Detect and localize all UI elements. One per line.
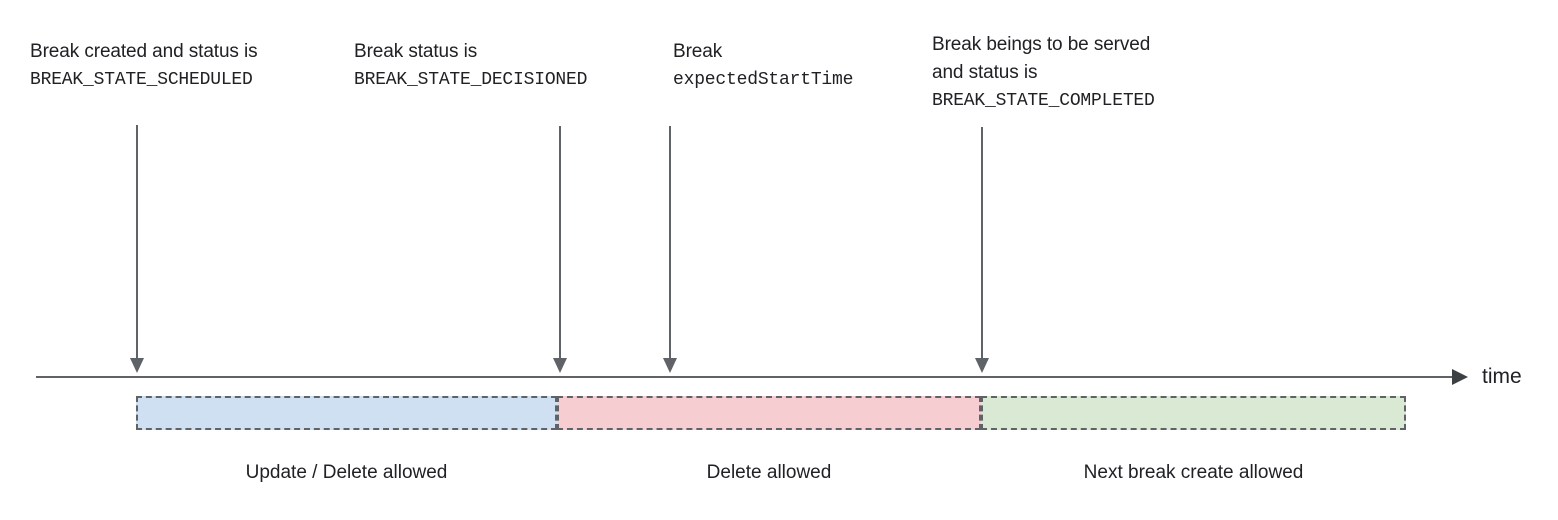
event-label-status-code: expectedStartTime xyxy=(673,70,854,90)
phase-bar-next-break-create xyxy=(981,396,1406,430)
event-label-prose-line: Break created and status is xyxy=(30,41,258,62)
event-label-completed: Break beings to be served and status is BR… xyxy=(932,31,1155,115)
arrow-shaft xyxy=(559,126,561,358)
arrow-shaft xyxy=(669,126,671,358)
event-label-status-code: BREAK_STATE_DECISIONED xyxy=(354,70,588,90)
arrow-shaft xyxy=(136,125,138,358)
event-pointer-arrow-completed xyxy=(974,127,990,373)
time-axis-line xyxy=(36,376,1455,378)
arrow-shaft xyxy=(981,127,983,358)
arrow-head-down-icon xyxy=(130,358,144,373)
event-label-decisioned: Break status is BREAK_STATE_DECISIONED xyxy=(354,38,587,94)
phase-bar-delete-only xyxy=(557,396,981,430)
event-pointer-arrow-scheduled xyxy=(129,125,145,373)
event-label-expected-start-time: Break expectedStartTime xyxy=(673,38,853,94)
event-label-status-code: BREAK_STATE_COMPLETED xyxy=(932,91,1155,111)
phase-caption-update-delete: Update / Delete allowed xyxy=(245,462,448,483)
event-label-prose-line: Break xyxy=(673,41,723,62)
time-axis-arrow-right-icon xyxy=(1452,369,1468,385)
phase-bar-update-delete xyxy=(136,396,557,430)
time-axis-label: time xyxy=(1482,365,1522,388)
event-label-prose-line: Break beings to be served xyxy=(932,34,1151,55)
event-label-scheduled: Break created and status is BREAK_STATE_S… xyxy=(30,38,258,94)
event-label-prose-line: and status is xyxy=(932,62,1038,83)
arrow-head-down-icon xyxy=(553,358,567,373)
event-pointer-arrow-decisioned xyxy=(552,126,568,373)
event-label-status-code: BREAK_STATE_SCHEDULED xyxy=(30,70,253,90)
phase-caption-next-break-create: Next break create allowed xyxy=(1083,462,1304,483)
event-pointer-arrow-expected-start-time xyxy=(662,126,678,373)
arrow-head-down-icon xyxy=(975,358,989,373)
event-label-prose-line: Break status is xyxy=(354,41,478,62)
phase-caption-delete-only: Delete allowed xyxy=(706,462,832,483)
arrow-head-down-icon xyxy=(663,358,677,373)
